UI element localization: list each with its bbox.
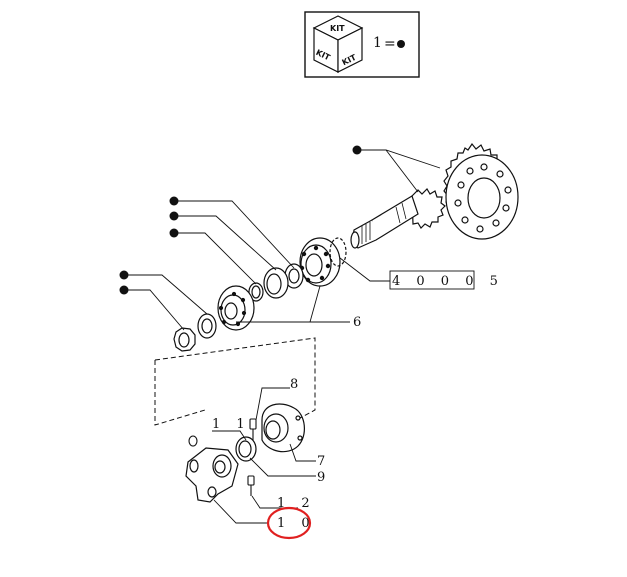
pinion-shaft-body: [367, 195, 419, 241]
pinion-shaft: [350, 188, 446, 249]
callout-11: 1 1: [212, 417, 251, 432]
assembly-dashed-lines: [154, 337, 316, 426]
callout-8: 8: [290, 377, 304, 392]
callout-6: 6: [353, 315, 367, 330]
pinion-head: [411, 188, 446, 229]
callout-7: 7: [317, 454, 331, 469]
kit-bullet-icon: [397, 40, 405, 48]
kit-bullet-icon: [119, 270, 129, 280]
kit-legend-equals: =: [384, 36, 396, 52]
callout-9: 9: [317, 470, 331, 485]
kit-cube-top-label: KIT: [330, 24, 345, 33]
pinion-shaft-end: [350, 231, 360, 249]
kit-bullet-icon: [119, 285, 129, 295]
callout-leader-lines: [128, 149, 441, 524]
bolts: [188, 418, 257, 496]
kit-bullet-icon: [169, 228, 179, 238]
kit-legend: KIT KIT KIT 1 =: [304, 11, 420, 78]
lower-bearing-set: [173, 313, 217, 352]
drive-flange: [261, 403, 305, 453]
callout-10: 1 0: [277, 516, 316, 531]
highlight-circle: [266, 506, 312, 540]
kit-bullet-callouts: [119, 145, 362, 295]
callout-4005: 4 0 0 0 5: [392, 274, 504, 289]
crown-wheel-gear: [443, 142, 519, 240]
kit-cube-icon: [312, 15, 364, 73]
yoke: [185, 447, 239, 503]
crown-wheel-bolt-holes: [454, 163, 512, 233]
seal-ring: [235, 436, 257, 462]
kit-bullet-icon: [169, 196, 179, 206]
callout-4005-box: [389, 270, 475, 290]
kit-legend-number: 1: [373, 35, 382, 51]
upper-bearing-set: [217, 237, 347, 331]
kit-bullet-icon: [169, 211, 179, 221]
kit-bullet-icon: [352, 145, 362, 155]
crown-wheel-bore: [467, 177, 501, 219]
